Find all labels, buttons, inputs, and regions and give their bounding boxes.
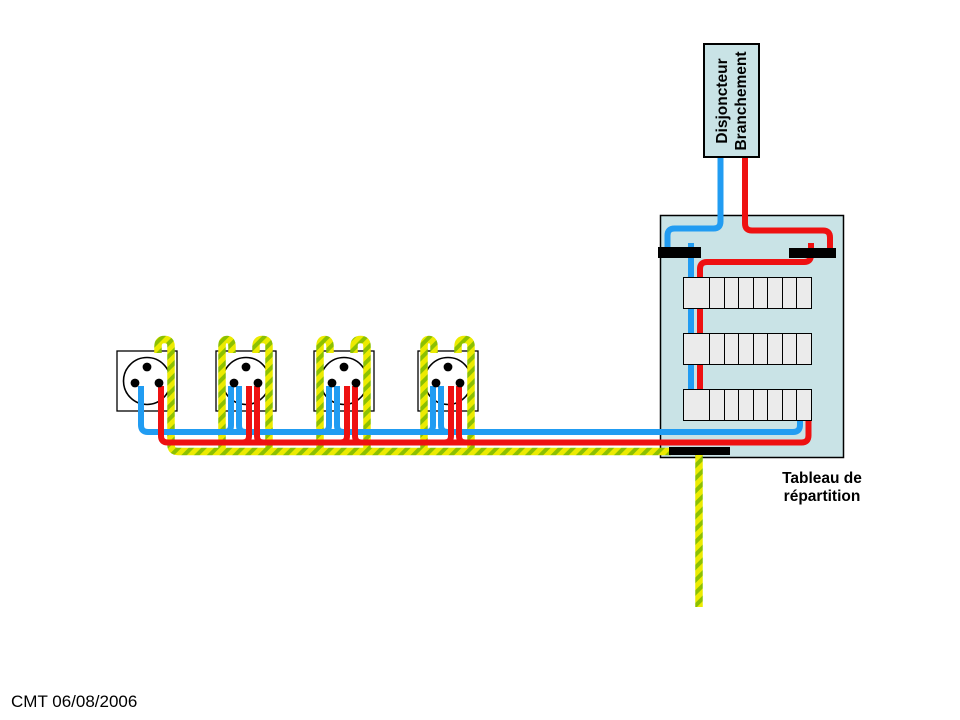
phase-pin: [253, 378, 263, 388]
breaker-module: [767, 389, 783, 421]
neutral-pin: [327, 378, 337, 388]
phase-circuit-wires: [158, 386, 812, 446]
earth-wire-run: [154, 335, 671, 456]
breaker-module: [723, 333, 740, 365]
phase-wire-leg: [352, 386, 362, 446]
socket-pins: [130, 362, 465, 388]
din-row: [683, 389, 813, 421]
phase-pin: [455, 378, 465, 388]
neutral-wire-leg: [236, 386, 246, 435]
breaker-module: [738, 277, 754, 309]
neutral-wire-service-drop: [664, 152, 724, 253]
phase-pin: [154, 378, 164, 388]
din-row: [683, 277, 813, 309]
neutral-busbar: [658, 247, 701, 258]
breaker-module: [781, 389, 798, 421]
earth-pin: [241, 362, 251, 372]
breaker-module: [767, 333, 783, 365]
service-breaker-box: Disjoncteur Branchement: [703, 43, 760, 158]
breaker-module: [709, 333, 725, 365]
earth-wire-in-loop: [218, 335, 236, 452]
breaker-module: [796, 389, 813, 421]
breaker-module: [752, 333, 769, 365]
breaker-module: [796, 277, 813, 309]
neutral-pin: [431, 378, 441, 388]
breaker-module-wide: [683, 389, 710, 421]
din-row: [683, 333, 813, 365]
panel-label-line1: Tableau de: [782, 470, 862, 487]
breaker-module: [709, 389, 725, 421]
earth-pin: [339, 362, 349, 372]
panel-busbars: [658, 247, 836, 455]
service-breaker-label-line1: Disjoncteur: [713, 57, 731, 144]
neutral-circuit-wires: [138, 386, 803, 435]
neutral-wire-leg: [334, 386, 344, 435]
neutral-wire-leg: [438, 386, 448, 435]
breaker-module: [752, 389, 769, 421]
earth-wire-in-loop: [420, 335, 438, 452]
service-breaker-label: Disjoncteur Branchement: [713, 51, 751, 150]
breaker-module-wide: [683, 333, 710, 365]
phase-wire-leg: [444, 386, 454, 446]
neutral-wire-leg: [224, 386, 234, 435]
earth-wires: [154, 335, 703, 607]
breaker-module: [738, 389, 754, 421]
phase-wire-leg: [340, 386, 350, 446]
phase-pin: [351, 378, 361, 388]
phase-wire-leg: [242, 386, 252, 446]
earth-wire-out-loop: [454, 335, 475, 452]
earth-pin: [443, 362, 453, 372]
earth-busbar: [669, 447, 730, 455]
breaker-module: [781, 277, 798, 309]
phase-wire-service-drop: [742, 152, 833, 253]
breaker-module: [767, 277, 783, 309]
distribution-panel-label: Tableau de répartition: [748, 470, 896, 505]
neutral-pin: [229, 378, 239, 388]
neutral-wire-run: [138, 386, 803, 435]
neutral-wire-leg: [426, 386, 436, 435]
breaker-module: [738, 333, 754, 365]
phase-wire-leg: [456, 386, 466, 446]
breaker-module: [709, 277, 725, 309]
breaker-module-wide: [683, 277, 710, 309]
earth-wire-in-loop: [316, 335, 334, 452]
breaker-module: [723, 389, 740, 421]
earth-pin: [142, 362, 152, 372]
breaker-module: [781, 333, 798, 365]
phase-busbar: [789, 248, 836, 258]
earth-wire-out-loop: [350, 335, 371, 452]
service-breaker-label-line2: Branchement: [732, 50, 750, 151]
phase-wire-run: [158, 386, 812, 446]
phase-wire-leg: [254, 386, 264, 446]
footer-date-note: CMT 06/08/2006: [11, 692, 138, 711]
panel-label-line2: répartition: [783, 487, 861, 505]
neutral-pin: [130, 378, 140, 388]
earth-wire-out-loop: [252, 335, 273, 452]
breaker-module: [796, 333, 813, 365]
breaker-module: [723, 277, 740, 309]
breaker-module: [752, 277, 769, 309]
neutral-wire-leg: [322, 386, 332, 435]
